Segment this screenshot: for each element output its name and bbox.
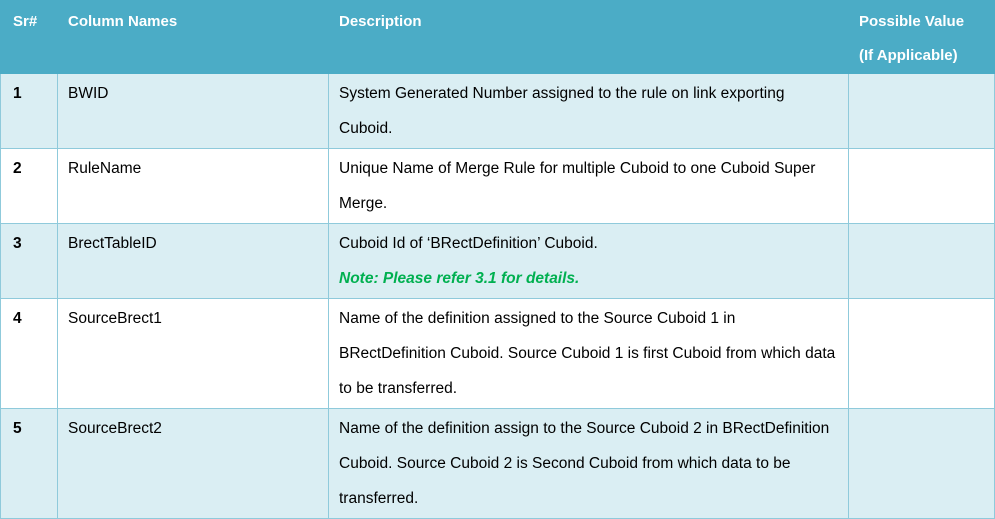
table-body: 1 BWID System Generated Number assigned … xyxy=(0,73,995,519)
cell-column-name: SourceBrect2 xyxy=(57,408,329,519)
table-row: 5 SourceBrect2 Name of the definition as… xyxy=(0,408,995,519)
cell-sr: 4 xyxy=(0,298,58,409)
cell-description: System Generated Number assigned to the … xyxy=(328,73,849,149)
cell-possible-value xyxy=(848,148,995,224)
cell-column-name: SourceBrect1 xyxy=(57,298,329,409)
table-row: 3 BrectTableID Cuboid Id of ‘BRectDefini… xyxy=(0,223,995,299)
cell-description: Name of the definition assign to the Sou… xyxy=(328,408,849,519)
header-description: Description xyxy=(328,0,849,74)
table-row: 4 SourceBrect1 Name of the definition as… xyxy=(0,298,995,409)
cell-sr: 1 xyxy=(0,73,58,149)
table-row: 2 RuleName Unique Name of Merge Rule for… xyxy=(0,148,995,224)
cell-description-note: Note: Please refer 3.1 for details. xyxy=(339,270,580,287)
cell-column-name: BrectTableID xyxy=(57,223,329,299)
cell-possible-value xyxy=(848,223,995,299)
cell-possible-value xyxy=(848,298,995,409)
cell-description-text: Cuboid Id of ‘BRectDefinition’ Cuboid. xyxy=(339,235,598,252)
header-possible-value-line1: Possible Value xyxy=(859,13,965,30)
header-possible-value-line2: (If Applicable) xyxy=(859,47,958,64)
cell-column-name: BWID xyxy=(57,73,329,149)
cell-column-name: RuleName xyxy=(57,148,329,224)
cell-sr: 3 xyxy=(0,223,58,299)
table-header: Sr# Column Names Description Possible Va… xyxy=(0,0,995,74)
header-possible-value: Possible Value (If Applicable) xyxy=(848,0,995,74)
header-column-names: Column Names xyxy=(57,0,329,74)
cell-description: Name of the definition assigned to the S… xyxy=(328,298,849,409)
header-row: Sr# Column Names Description Possible Va… xyxy=(0,0,995,74)
cell-sr: 2 xyxy=(0,148,58,224)
header-sr: Sr# xyxy=(0,0,58,74)
table-row: 1 BWID System Generated Number assigned … xyxy=(0,73,995,149)
cell-sr: 5 xyxy=(0,408,58,519)
cell-description: Unique Name of Merge Rule for multiple C… xyxy=(328,148,849,224)
cell-possible-value xyxy=(848,73,995,149)
cell-possible-value xyxy=(848,408,995,519)
cell-description: Cuboid Id of ‘BRectDefinition’ Cuboid. N… xyxy=(328,223,849,299)
